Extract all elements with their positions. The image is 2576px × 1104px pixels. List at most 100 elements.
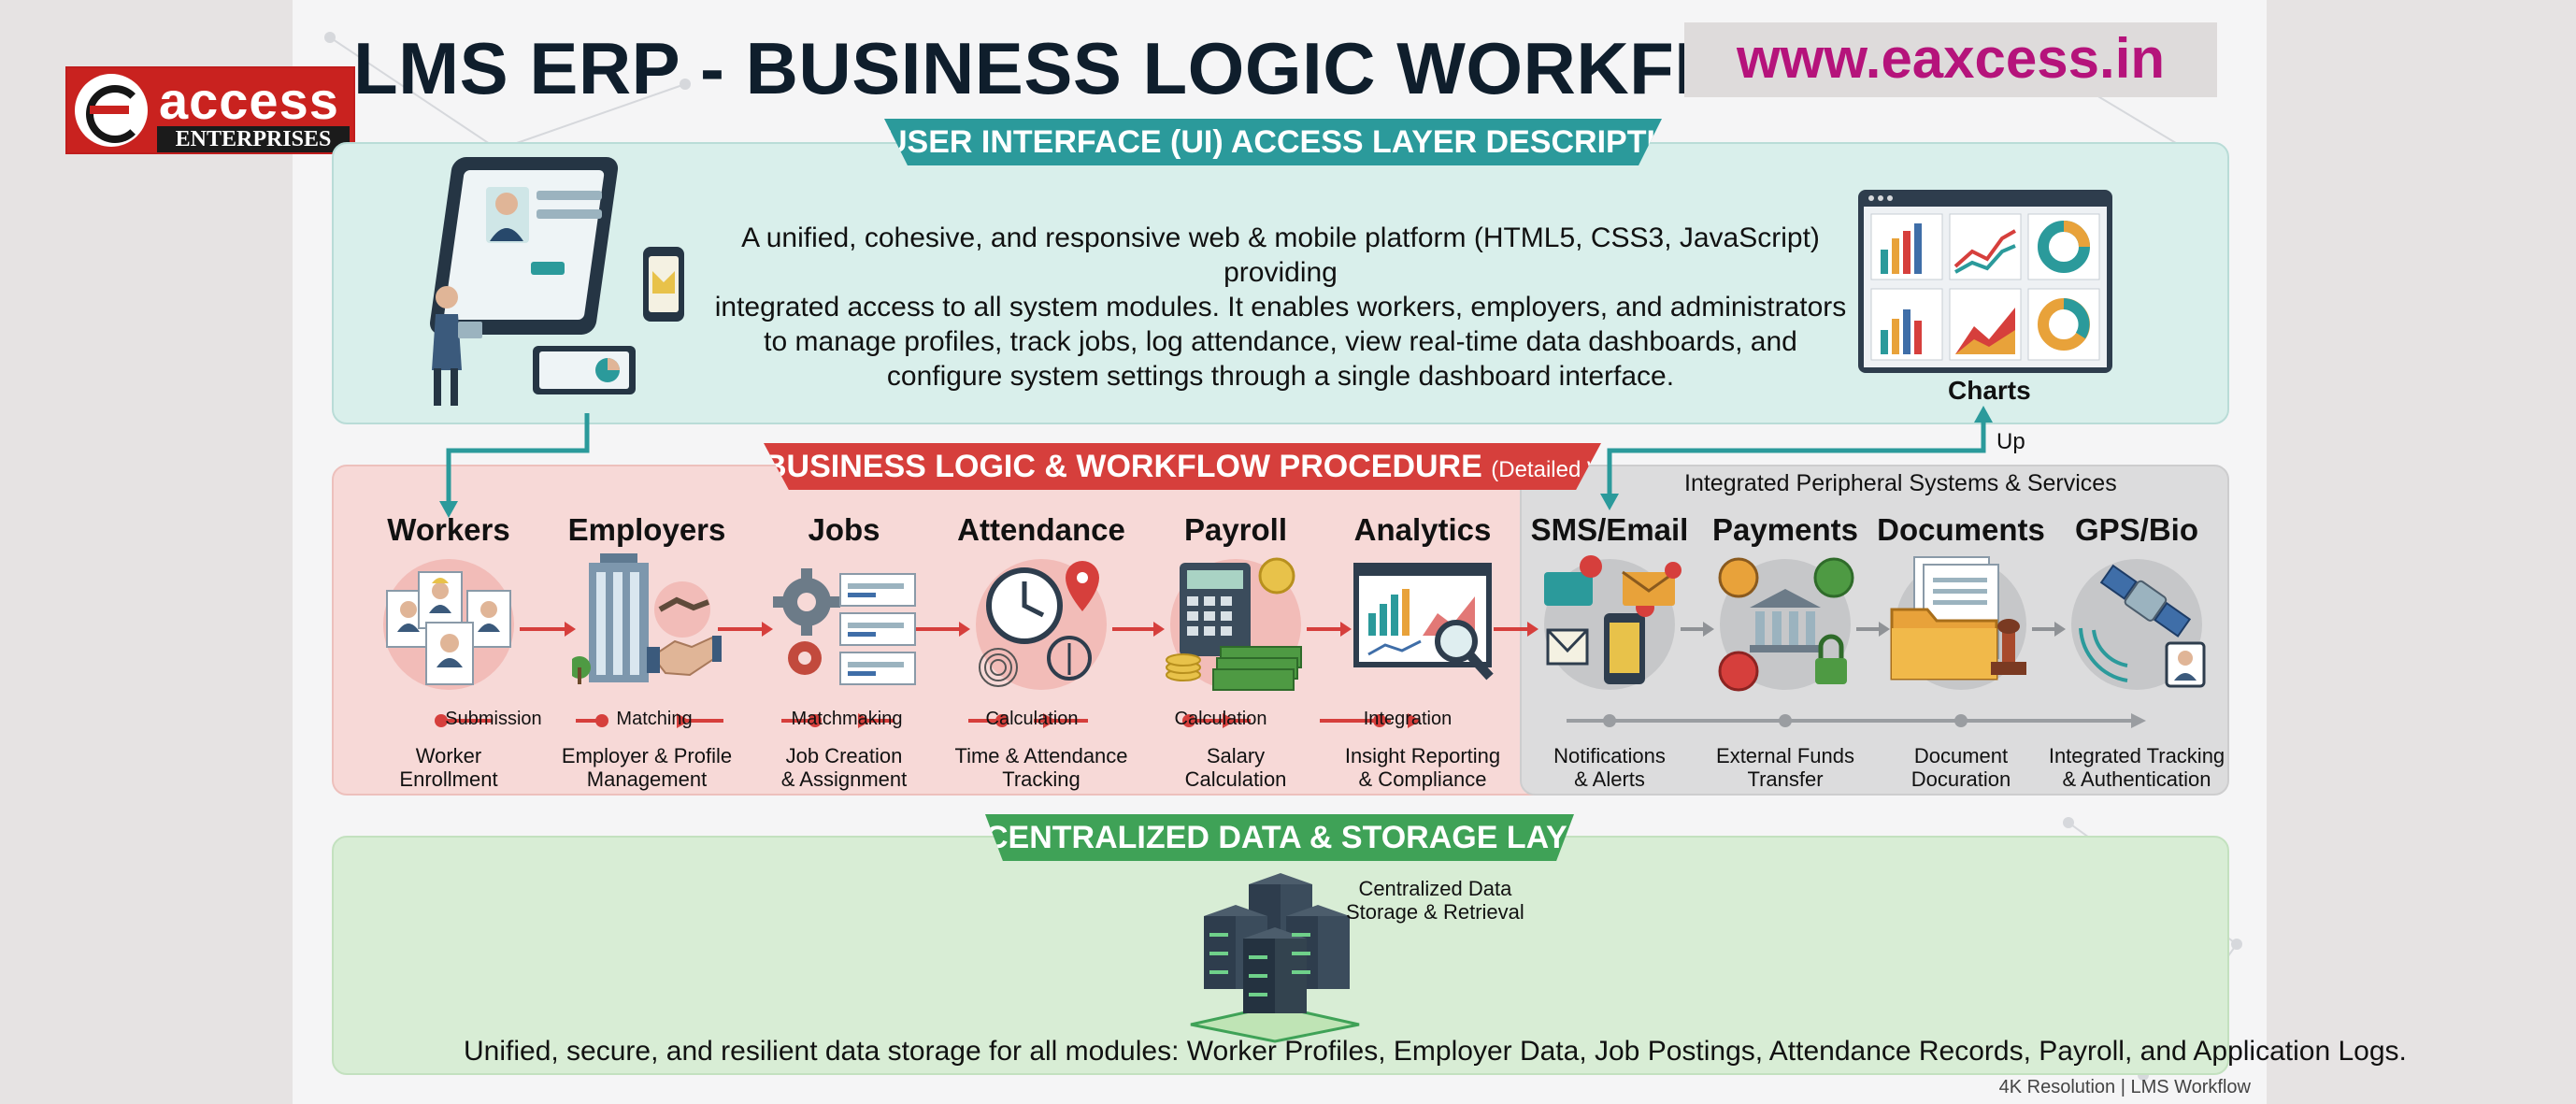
step-caption-line-1: Insight Reporting	[1344, 744, 1501, 767]
storage-label: Centralized Data Storage & Retrieval	[1346, 877, 1524, 924]
ui-layer-description: A unified, cohesive, and responsive web …	[710, 221, 1851, 394]
ui-desc-line-2: integrated access to all system modules.…	[714, 292, 1847, 323]
step-caption-line-2: Calculation	[1184, 767, 1287, 791]
step-heading: GPS/Bio	[2074, 512, 2199, 547]
folder-stamp-icon	[1886, 553, 2036, 694]
connector-label: Submission	[445, 709, 542, 729]
step-caption-line-2: Transfer	[1747, 767, 1824, 791]
ui-layer-ribbon: USER INTERFACE (UI) ACCESS LAYER DESCRIP…	[884, 119, 1662, 165]
data-layer-description: Unified, secure, and resilient data stor…	[464, 1036, 2407, 1067]
step-caption-line-1: Employer & Profile	[561, 744, 733, 767]
peripheral-title: Integrated Peripheral Systems & Services	[1684, 470, 2117, 496]
connector-label: Calculation	[985, 709, 1079, 729]
calculator-money-icon	[1161, 553, 1310, 694]
step-caption-line-1: Document	[1913, 744, 2009, 767]
connector-label: Integration	[1363, 709, 1453, 729]
step-heading: SMS/Email	[1530, 512, 1689, 547]
storage-label-line-1: Centralized Data	[1358, 877, 1512, 900]
satellite-face-icon	[2062, 553, 2211, 694]
gears-documents-icon	[769, 553, 919, 694]
timeline-arrowhead	[1043, 713, 1056, 728]
page-title: LMS ERP - BUSINESS LOGIC WORKFLOW	[353, 27, 1846, 109]
timeline-arrowhead	[1223, 713, 1236, 728]
step-heading: Analytics	[1353, 512, 1492, 547]
peripheral-dot	[1954, 714, 1968, 727]
step-heading: Attendance	[957, 512, 1125, 547]
step-caption-line-1: Salary	[1206, 744, 1266, 767]
step-heading: Payroll	[1183, 512, 1288, 547]
step-caption-line-2: & Compliance	[1358, 767, 1487, 791]
website-link[interactable]: www.eaxcess.in	[1684, 22, 2217, 97]
connector-label: Matching	[616, 709, 693, 729]
peripheral-dot	[1779, 714, 1792, 727]
up-label: Up	[1996, 429, 2025, 454]
logo-subtitle: ENTERPRISES	[157, 126, 350, 152]
bank-currency-icon	[1710, 553, 1860, 694]
timeline-arrowhead	[858, 713, 871, 728]
data-layer-ribbon: CENTRALIZED DATA & STORAGE LAYER	[985, 814, 1574, 861]
peripheral-arrowhead	[2131, 713, 2146, 728]
clock-fingerprint-icon	[966, 553, 1116, 694]
building-handshake-icon	[572, 553, 722, 694]
step-caption: Job Creation& Assignment	[741, 744, 947, 791]
flow-arrow-head	[1703, 622, 1714, 637]
ui-desc-line-3: to manage profiles, track jobs, log atte…	[764, 326, 1797, 357]
charts-dashboard-icon	[1858, 190, 2112, 373]
step-caption-line-1: Job Creation	[785, 744, 903, 767]
step-caption-line-2: Tracking	[1002, 767, 1080, 791]
step-caption: Notifications& Alerts	[1507, 744, 1712, 791]
step-caption-line-2: & Alerts	[1574, 767, 1645, 791]
step-heading: Workers	[387, 512, 510, 547]
step-caption-line-1: External Funds	[1716, 744, 1854, 767]
step-caption-line-2: & Assignment	[780, 767, 908, 791]
worker-cards-icon	[374, 553, 523, 694]
step-caption-line-1: Worker	[415, 744, 482, 767]
connector-label: Calculation	[1174, 709, 1267, 729]
logo-e-icon	[75, 74, 148, 147]
footer-note: 4K Resolution | LMS Workflow	[1998, 1077, 2251, 1097]
timeline-arrowhead	[1408, 713, 1421, 728]
flow-arrow-head	[1340, 622, 1352, 637]
step-caption-line-2: & Authentication	[2062, 767, 2211, 791]
step-heading: Jobs	[808, 512, 880, 547]
charts-label: Charts	[1948, 376, 2031, 405]
timeline-track	[435, 713, 2146, 728]
step-caption-line-2: Enrollment	[399, 767, 498, 791]
step-caption: Integrated Tracking& Authentication	[2034, 744, 2240, 791]
ui-desc-line-4: configure system settings through a sing…	[886, 361, 1675, 392]
flow-arrow-head	[2054, 622, 2066, 637]
step-caption-line-1: Time & Attendance	[954, 744, 1128, 767]
flow-arrow-head	[762, 622, 773, 637]
step-heading: Documents	[1877, 512, 2045, 547]
step-caption-line-2: Management	[586, 767, 708, 791]
icon-arrows	[520, 622, 2066, 637]
server-stack-icon	[1183, 866, 1367, 1043]
dashboard-magnifier-icon	[1348, 553, 1497, 694]
logo-word: access	[159, 71, 339, 130]
step-caption: Insight Reporting& Compliance	[1320, 744, 1525, 791]
timeline-arrowhead	[677, 713, 690, 728]
flow-arrow-head	[565, 622, 576, 637]
step-caption-line-1: Integrated Tracking	[2048, 744, 2225, 767]
connector-label: Matchmaking	[791, 709, 903, 729]
workflow-ribbon-title: BUSINESS LOGIC & WORKFLOW PROCEDURE	[764, 449, 1482, 484]
storage-label-line-2: Storage & Retrieval	[1346, 900, 1524, 924]
ui-desc-line-1: A unified, cohesive, and responsive web …	[741, 222, 1820, 288]
peripheral-dot	[1603, 714, 1616, 727]
step-heading: Payments	[1712, 512, 1858, 547]
step-caption-line-2: Docuration	[1911, 767, 2011, 791]
flow-arrow-head	[1153, 622, 1165, 637]
access-enterprises-logo: access ENTERPRISES	[65, 66, 355, 154]
tablet-user-icon	[421, 150, 701, 411]
envelope-phone-icon	[1535, 553, 1684, 694]
step-heading: Employers	[567, 512, 726, 547]
flow-arrow-head	[959, 622, 970, 637]
step-caption-line-1: Notifications	[1553, 744, 1666, 767]
flow-arrow-head	[1879, 622, 1890, 637]
